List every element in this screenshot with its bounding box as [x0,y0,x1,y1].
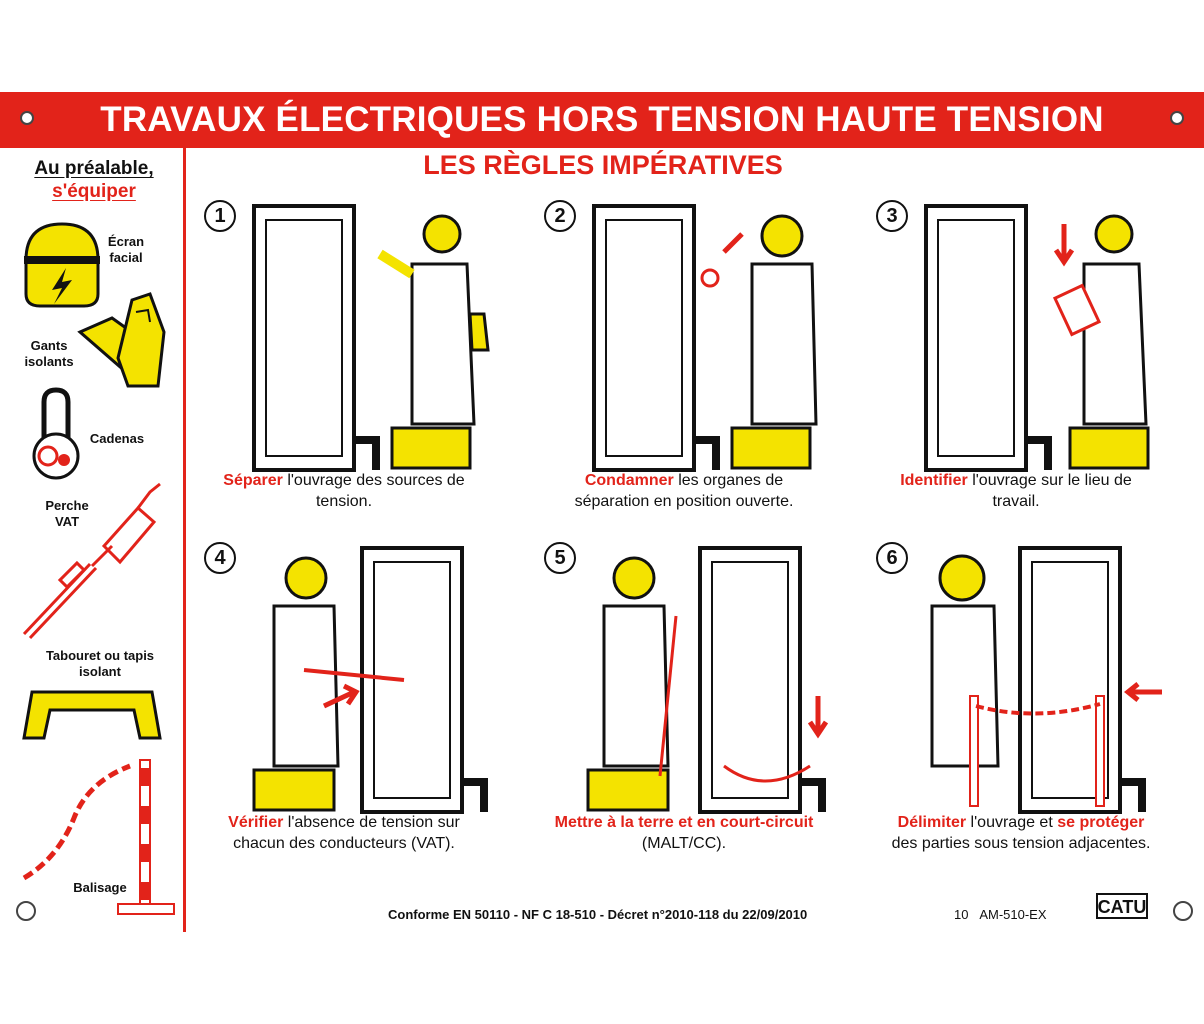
step-panel-2: 2 Condamner les organes de séparation en… [544,200,878,530]
sidebar-divider [183,148,186,932]
sidebar-title-line1: Au préalable, [34,158,154,179]
step-number-5: 5 [544,542,576,574]
step-caption-3: Identifier l'ouvrage sur le lieu de trav… [900,472,1132,510]
step-caption-6: Délimiter l'ouvrage et se protéger des p… [891,814,1151,852]
cabinet-illustration [924,204,1150,472]
step-caption-2: Condamner les organes de séparation en p… [574,472,794,510]
step-number-2: 2 [544,200,576,232]
gloves-icon [77,292,166,388]
barrier-chain-icon [22,759,175,915]
padlock-icon [32,387,80,480]
sidebar-label-padlock: Cadenas [89,431,145,446]
step-panel-6: 6 Délimiter l'ouvrage et se protéger des… [876,542,1204,872]
step-number-6: 6 [876,542,908,574]
voltage-tester-pole-icon [22,482,161,640]
mounting-hole-bottom-left [16,901,36,921]
mounting-hole-top-left [20,111,34,125]
step-panel-4: 4 Vérifier l'absence de tension sur chac… [204,542,538,872]
cabinet-illustration [592,204,818,472]
insulating-stool-icon [22,690,162,740]
rules-title: LES RÈGLES IMPÉRATIVES [423,150,783,180]
mounting-hole-top-right [1170,111,1184,125]
mounting-hole-bottom-right [1173,901,1193,921]
step-number-4: 4 [204,542,236,574]
step-panel-3: 3 Identifier l'ouvrage sur le lieu de tr… [876,200,1204,530]
logo-text: CATU [1098,897,1147,917]
step-panel-5: 5 Mettre à la terre et en court-circuit … [544,542,878,872]
sidebar-title-line2: s'équiper [52,181,136,202]
step-number-1: 1 [204,200,236,232]
sidebar-label-barrier: Balisage [73,880,127,895]
step-caption-4: Vérifier l'absence de tension sur chacun… [228,814,460,852]
compliance-text: Conforme EN 50110 - NF C 18-510 - Décret… [388,907,808,922]
poster-title: TRAVAUX ÉLECTRIQUES HORS TENSION HAUTE T… [100,100,1104,139]
cabinet-illustration [252,546,488,814]
step-panel-1: 1 Séparer l'ouvrage des sources de tensi… [204,200,538,530]
catu-logo: CATU [1096,893,1148,919]
cabinet-illustration [252,204,490,472]
face-shield-icon [24,222,100,308]
cabinet-illustration [930,546,1162,814]
cabinet-illustration [586,546,829,814]
title-banner: TRAVAUX ÉLECTRIQUES HORS TENSION HAUTE T… [0,92,1204,148]
step-caption-5: Mettre à la terre et en court-circuit (M… [554,814,814,852]
step-caption-1: Séparer l'ouvrage des sources de tension… [223,472,465,510]
reference-code: 10 AM-510-EX [954,907,1047,922]
step-number-3: 3 [876,200,908,232]
